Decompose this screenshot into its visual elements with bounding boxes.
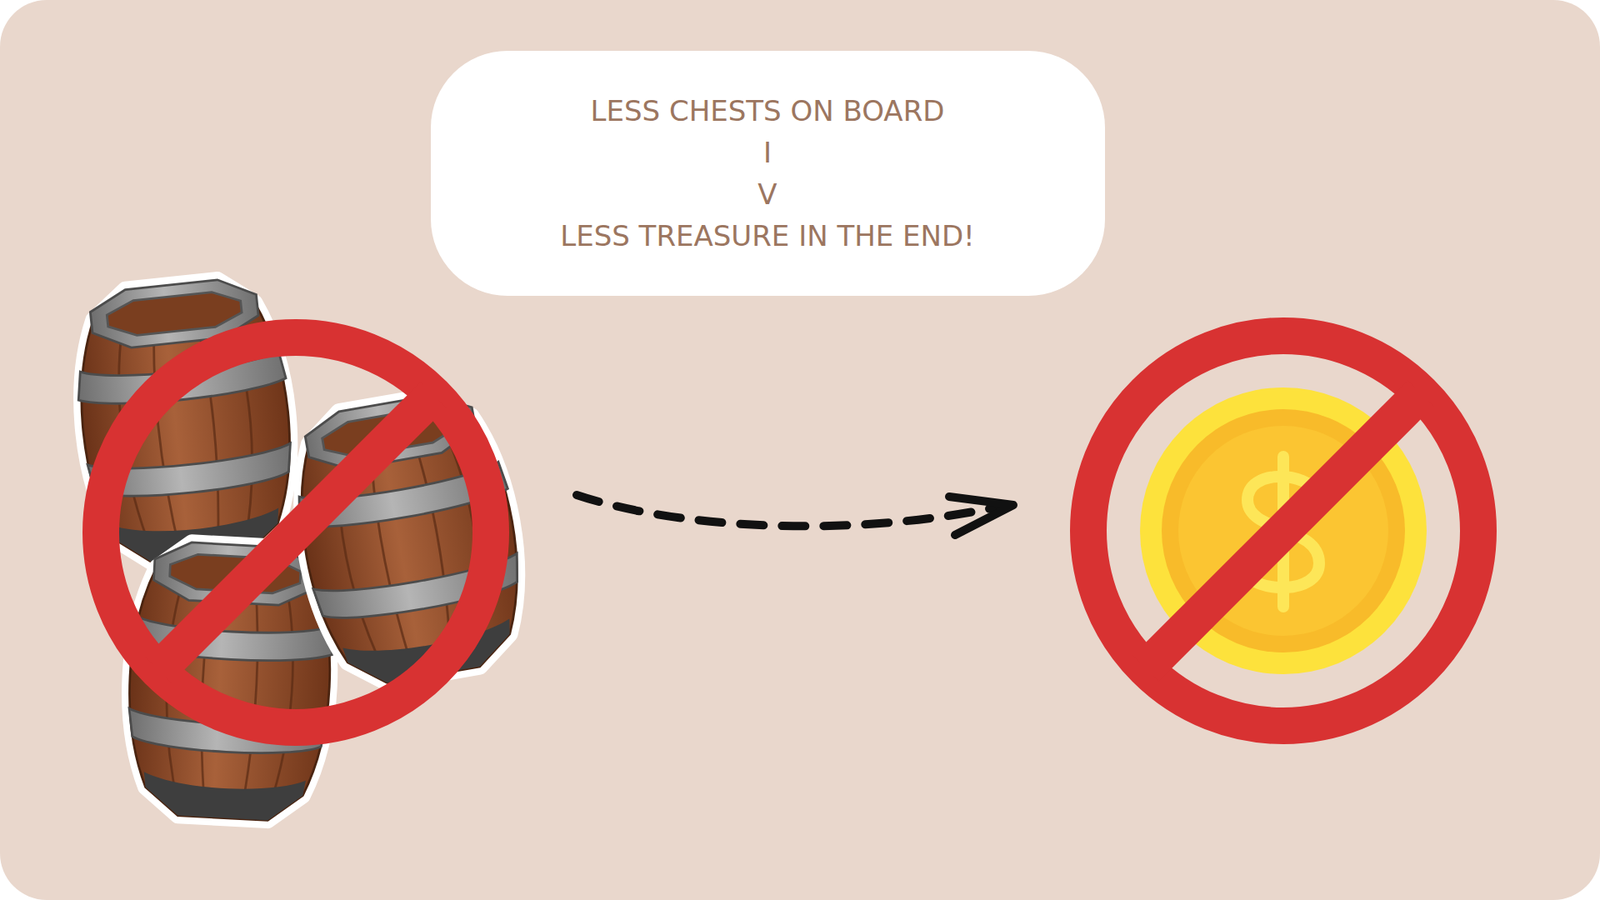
coin	[1140, 387, 1427, 675]
box-text: I	[763, 131, 772, 174]
barrels	[67, 273, 538, 824]
box-text: LESS TREASURE IN THE END!	[560, 215, 975, 257]
box-text: LESS CHESTS ON BOARD	[590, 90, 945, 132]
prohibition-sign	[1088, 335, 1479, 726]
text-box: LESS CHESTS ON BOARDIVLESS TREASURE IN T…	[430, 50, 1105, 296]
prohibition-sign	[100, 337, 491, 728]
box-text: V	[757, 173, 777, 215]
dashed-arrow	[576, 495, 1014, 535]
